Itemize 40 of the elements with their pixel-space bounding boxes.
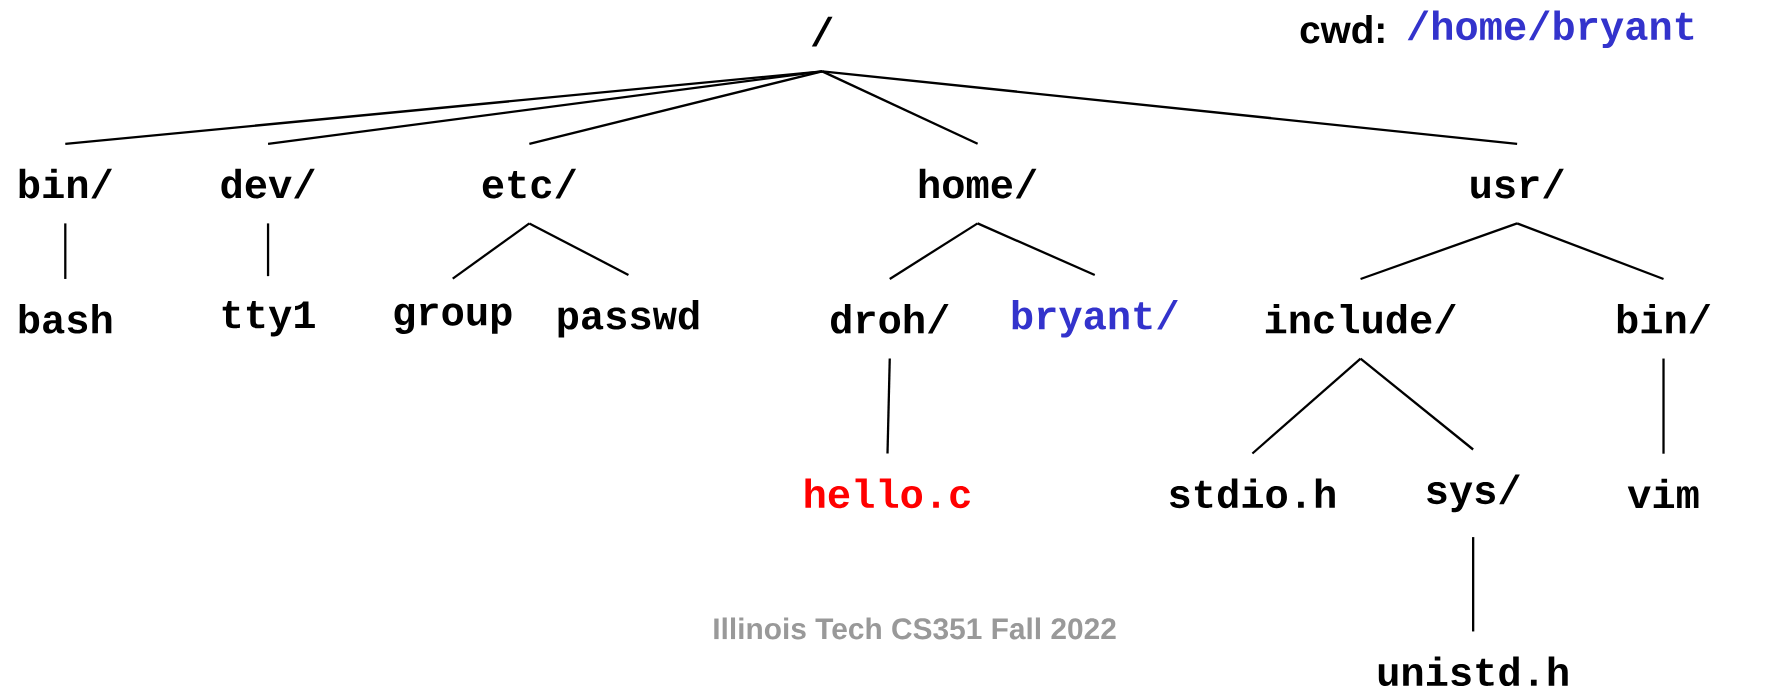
file-label: unistd.h <box>1378 656 1568 687</box>
directory-label: bryant/ <box>1012 300 1178 338</box>
tree-line <box>821 70 979 145</box>
file-label: tty1 <box>222 301 315 337</box>
cwd-label: cwd: <box>1300 15 1384 44</box>
file-label: group <box>394 303 512 335</box>
directory-label: include/ <box>1265 304 1456 334</box>
directory-label: home/ <box>919 168 1037 199</box>
tree-line <box>64 223 67 280</box>
footer-text: Illinois Tech CS351 Fall 2022 <box>714 617 1116 640</box>
tree-line <box>1472 537 1475 632</box>
tree-line <box>529 70 823 146</box>
tree-line <box>528 222 629 277</box>
tree-line <box>822 70 1518 146</box>
directory-label: droh/ <box>831 304 949 334</box>
directory-label: bin/ <box>19 168 112 199</box>
tree-line <box>1360 222 1518 281</box>
tree-line <box>65 70 823 146</box>
file-label: hello.c <box>805 478 970 509</box>
tree-line <box>267 70 823 146</box>
file-label: vim <box>1627 478 1699 509</box>
tree-line <box>977 222 1096 277</box>
root-directory: / <box>811 16 833 47</box>
path-label: /home/bryant <box>1407 10 1694 49</box>
directory-label: bin/ <box>1617 304 1711 334</box>
file-label: bash <box>19 304 112 334</box>
directory-label: dev/ <box>221 168 315 199</box>
directory-label: usr/ <box>1471 168 1564 199</box>
tree-line <box>1662 358 1665 454</box>
file-label: stdio.h <box>1169 478 1335 509</box>
tree-line <box>1251 357 1362 455</box>
tree-line <box>266 223 270 277</box>
tree-line <box>1516 222 1664 281</box>
directory-label: etc/ <box>482 168 577 199</box>
tree-line <box>1359 357 1474 451</box>
tree-line <box>452 222 531 280</box>
file-label: passwd <box>558 300 699 338</box>
tree-line <box>886 358 891 454</box>
directory-label: sys/ <box>1427 474 1520 513</box>
tree-line <box>889 222 979 281</box>
